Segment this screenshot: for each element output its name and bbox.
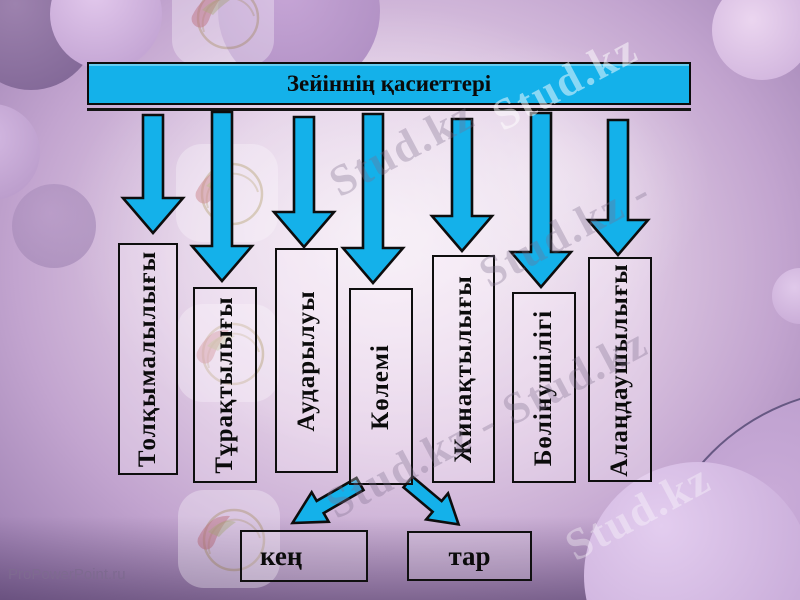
split-arrow-right — [401, 474, 461, 527]
property-label-6: Бөлінушілігі — [530, 309, 557, 466]
slide-title: Зейіннің қасиеттері — [286, 70, 492, 96]
down-arrow-2 — [189, 110, 255, 283]
studkz-logo-icon — [172, 0, 274, 66]
property-box-7: Алаңдаушылығы — [588, 257, 652, 482]
studkz-logo-icon — [177, 304, 279, 402]
property-box-6: Бөлінушілігі — [512, 292, 576, 483]
down-arrow-5 — [429, 117, 495, 253]
down-arrow-6 — [508, 111, 574, 289]
property-label-2: Тұрақтылығы — [211, 296, 238, 474]
property-label-7: Алаңдаушылығы — [606, 262, 633, 477]
property-label-5: Жинақтылығы — [449, 275, 477, 463]
title-underline — [87, 108, 691, 111]
down-arrow-3 — [271, 115, 337, 249]
property-label-3: Аударылуы — [292, 289, 320, 432]
propowerpoint-credit: ProPowerPoint.ru — [8, 566, 126, 583]
down-arrow-7 — [585, 118, 651, 257]
property-label-1: Толқымалылығы — [134, 250, 161, 468]
title-box: Зейіннің қасиеттері — [87, 62, 691, 105]
volume-box-wide: кең — [240, 530, 368, 582]
bokeh-circle — [12, 184, 96, 268]
volume-label-wide: кең — [260, 540, 303, 571]
down-arrow-4 — [340, 112, 406, 285]
property-label-4: Көлемі — [367, 343, 394, 430]
down-arrow-1 — [120, 113, 186, 235]
volume-box-narrow: тар — [407, 531, 532, 581]
property-box-3: Аударылуы — [275, 248, 338, 473]
volume-label-narrow: тар — [448, 540, 491, 571]
property-box-5: Жинақтылығы — [432, 255, 495, 483]
property-box-4: Көлемі — [349, 288, 413, 485]
property-box-1: Толқымалылығы — [118, 243, 178, 475]
property-box-2: Тұрақтылығы — [193, 287, 257, 483]
studkz-logo-icon — [178, 490, 280, 588]
